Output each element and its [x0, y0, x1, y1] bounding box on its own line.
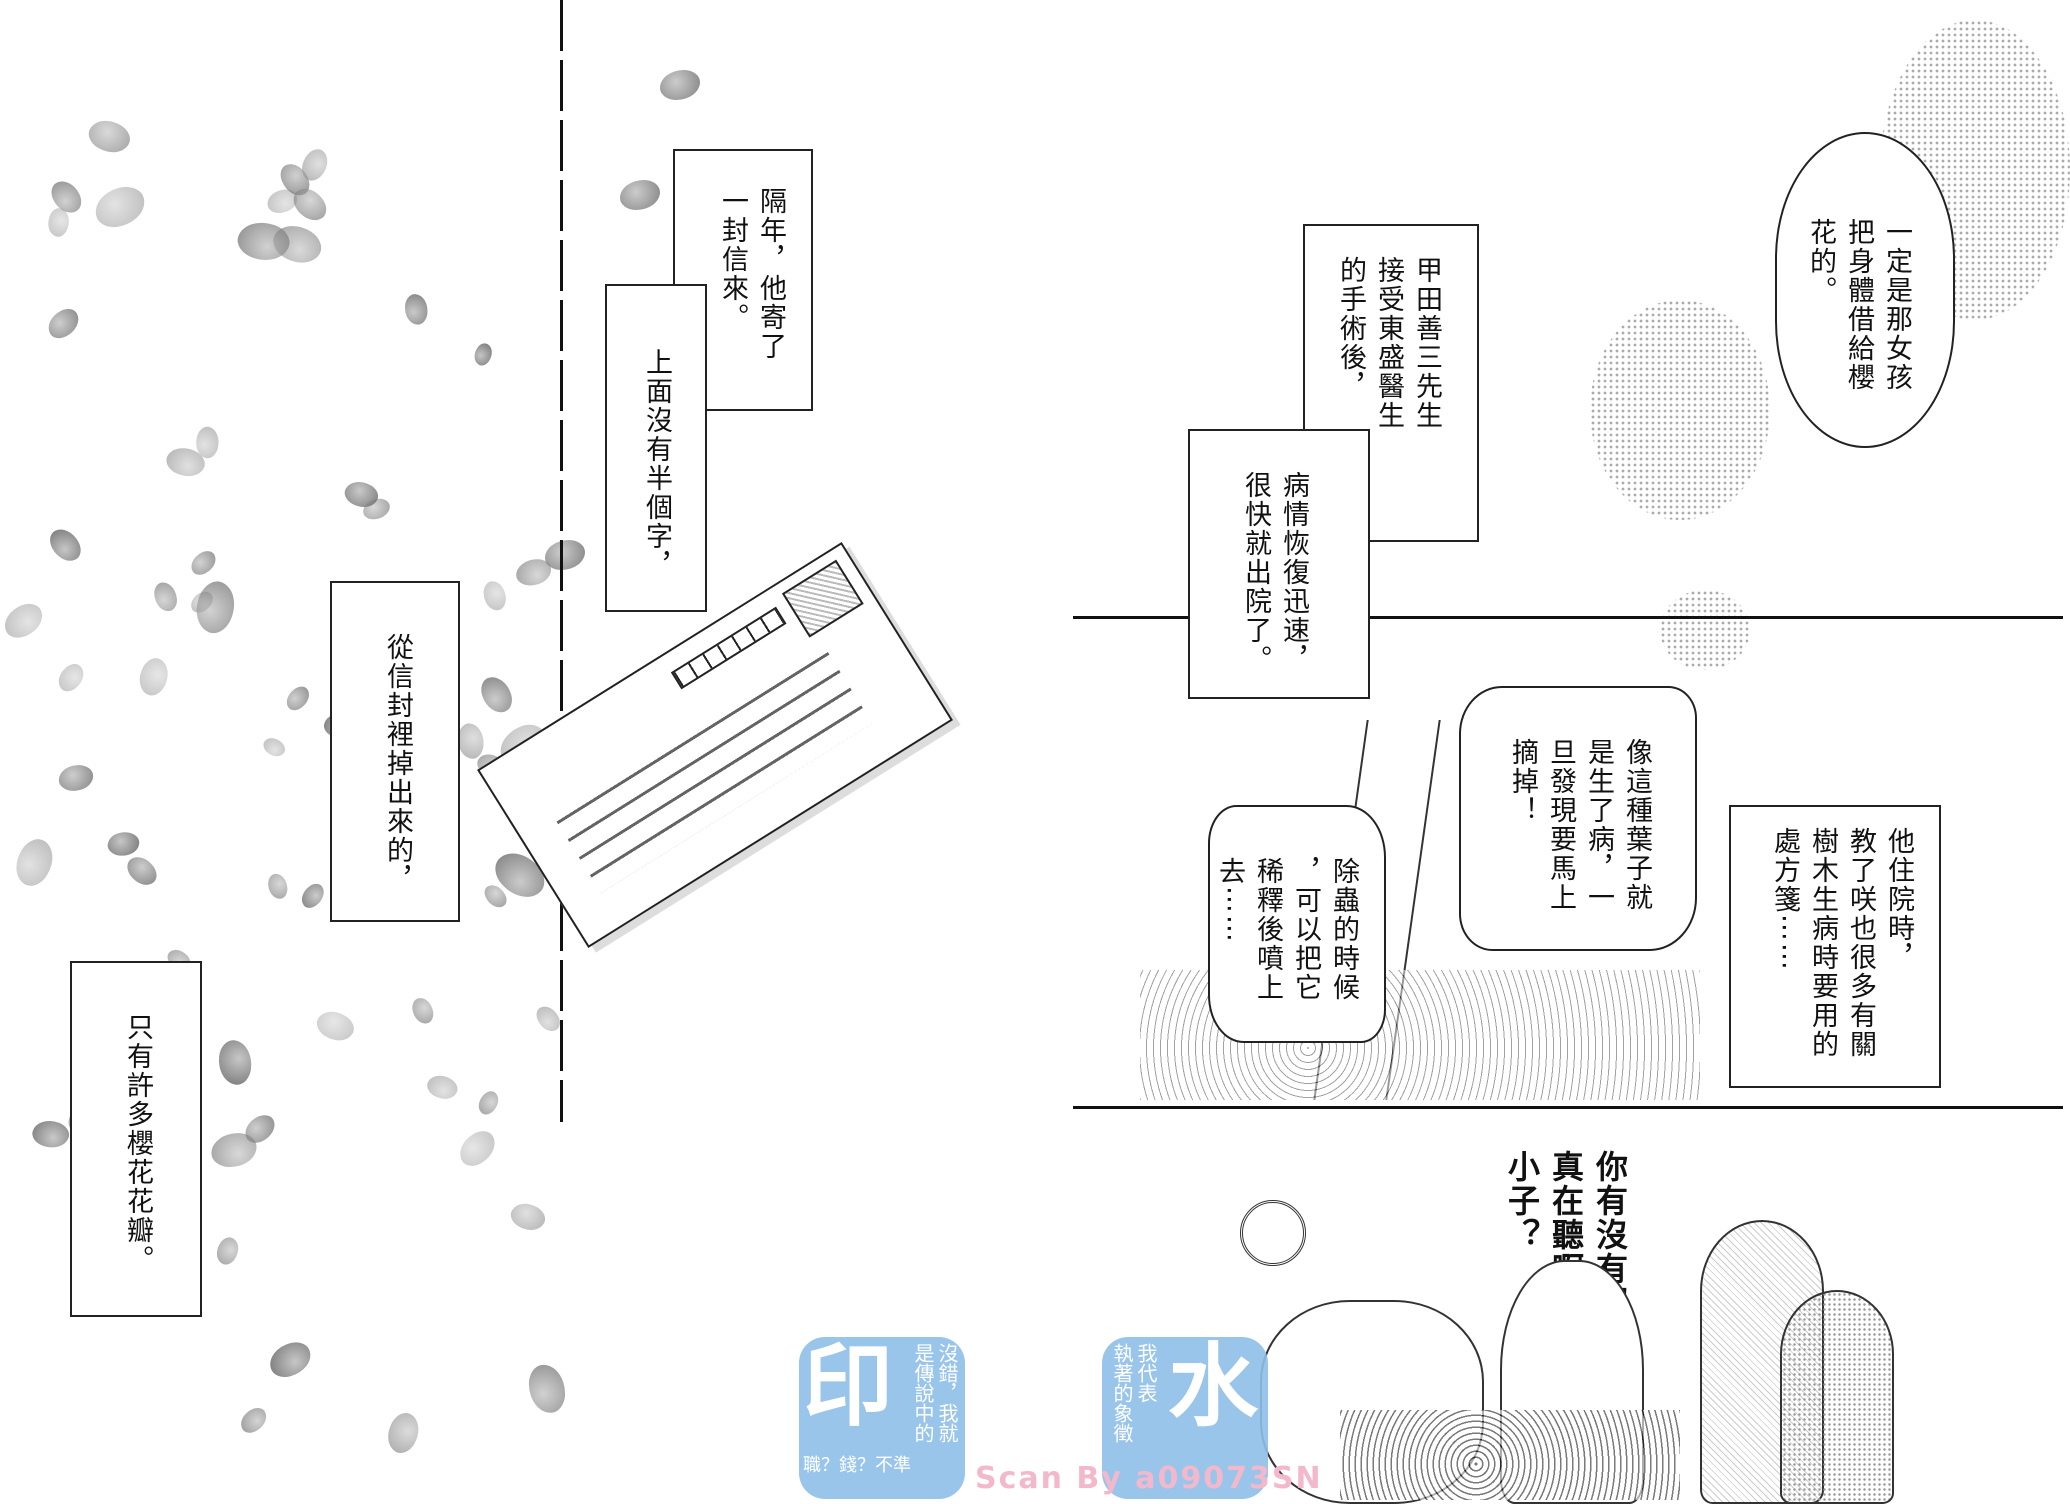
old-woman-figure	[1780, 1290, 1894, 1504]
bubble-text: 除蟲的時候 ，可以把它 稀釋後噴上 去⋯⋯	[1214, 857, 1359, 1002]
petal	[53, 659, 89, 695]
thought-bubble: 一定是那女孩 把身體借給櫻 花的。	[1775, 132, 1955, 448]
panel-border-top	[1073, 616, 2063, 619]
bubble-text: 像這種葉子就 是生了病，一 旦發現要馬上 摘掉！	[1507, 738, 1652, 912]
caption-text: 從信封裡掉出來的，	[382, 633, 413, 894]
scan-credit: Scan By a09073SN	[975, 1461, 1323, 1496]
petal	[470, 340, 497, 368]
petal	[232, 214, 294, 268]
petal	[545, 540, 585, 570]
caption-text: 病情恢復迅速， 很快就出院了。	[1240, 471, 1309, 674]
bushes	[1340, 1410, 1680, 1500]
caption-box-3: 從信封裡掉出來的，	[330, 581, 460, 922]
petal	[43, 304, 85, 343]
petal	[312, 1004, 358, 1048]
watermark-text: 我代表 執著的象徵	[1110, 1343, 1158, 1443]
petal	[122, 850, 161, 891]
caption-text: 上面沒有半個字，	[641, 348, 672, 580]
caption-text: 只有許多櫻花花瓣。	[122, 1013, 153, 1274]
bottom-panel-characters	[1240, 1200, 2060, 1504]
watermark-text: 沒錯，我就 是傳說中的	[911, 1343, 959, 1443]
petal	[423, 1069, 461, 1105]
petal	[211, 1133, 258, 1168]
petal	[0, 599, 48, 642]
petal	[215, 1038, 254, 1087]
speech-bubble-2: 除蟲的時候 ，可以把它 稀釋後噴上 去⋯⋯	[1208, 805, 1386, 1043]
petal	[379, 1408, 427, 1459]
bubble-text: 一定是那女孩 把身體借給櫻 花的。	[1805, 218, 1912, 392]
petal	[267, 873, 288, 900]
watermark-badge-2: 水 我代表 執著的象徵	[1102, 1337, 1268, 1499]
watermark-char: 印	[803, 1334, 893, 1439]
caption-text: 隔年，他寄了 一封信來。	[717, 187, 786, 361]
petal	[453, 1125, 502, 1172]
petal	[455, 722, 486, 761]
petal	[660, 70, 700, 100]
petal	[83, 112, 135, 161]
speech-bubble-1: 像這種葉子就 是生了病，一 旦發現要馬上 摘掉！	[1459, 686, 1697, 951]
caption-text: 他住院時， 教了咲也很多有關 樹木生病時要用的 處方箋⋯⋯	[1769, 827, 1914, 1059]
petal	[533, 1003, 563, 1036]
petal	[106, 830, 141, 858]
petal	[236, 1404, 271, 1437]
petal	[297, 879, 330, 911]
petal	[58, 764, 94, 793]
watermark-char: 水	[1168, 1334, 1258, 1439]
petal	[473, 1088, 503, 1118]
petal	[260, 733, 288, 761]
envelope	[477, 542, 953, 948]
caption-box-2: 上面沒有半個字，	[605, 284, 707, 612]
petal	[29, 1115, 72, 1153]
caption-box-6: 病情恢復迅速， 很快就出院了。	[1188, 429, 1370, 699]
screentone-cloud	[1590, 300, 1770, 520]
caption-box-4: 只有許多櫻花花瓣。	[70, 961, 202, 1317]
screentone-cloud	[1660, 590, 1750, 670]
petal	[92, 183, 149, 230]
petal	[506, 1196, 550, 1237]
petal	[132, 653, 176, 700]
panel-border-bottom	[1073, 1106, 2063, 1109]
petal	[265, 1338, 316, 1381]
panel-divider-vertical	[560, 0, 563, 1122]
petal	[411, 996, 435, 1026]
petal	[187, 548, 221, 579]
petal	[403, 293, 430, 326]
sun-spiral-icon	[1240, 1200, 1306, 1266]
watermark-badge-1: 印 沒錯，我就 是傳說中的 職？錢？不準	[799, 1337, 965, 1499]
petal	[152, 581, 178, 613]
petal	[281, 683, 314, 715]
petal	[620, 180, 660, 210]
watermark-text: 職？錢？不準	[803, 1455, 911, 1476]
petal	[7, 833, 63, 892]
petal	[211, 1233, 244, 1269]
petal	[482, 580, 507, 612]
petal	[45, 523, 86, 567]
petal	[478, 673, 516, 717]
petal	[187, 576, 244, 639]
caption-text: 甲田善三先生 接受東盛醫生 的手術後，	[1335, 256, 1442, 430]
petal	[528, 1364, 566, 1414]
caption-box-7: 他住院時， 教了咲也很多有關 樹木生病時要用的 處方箋⋯⋯	[1729, 805, 1941, 1088]
